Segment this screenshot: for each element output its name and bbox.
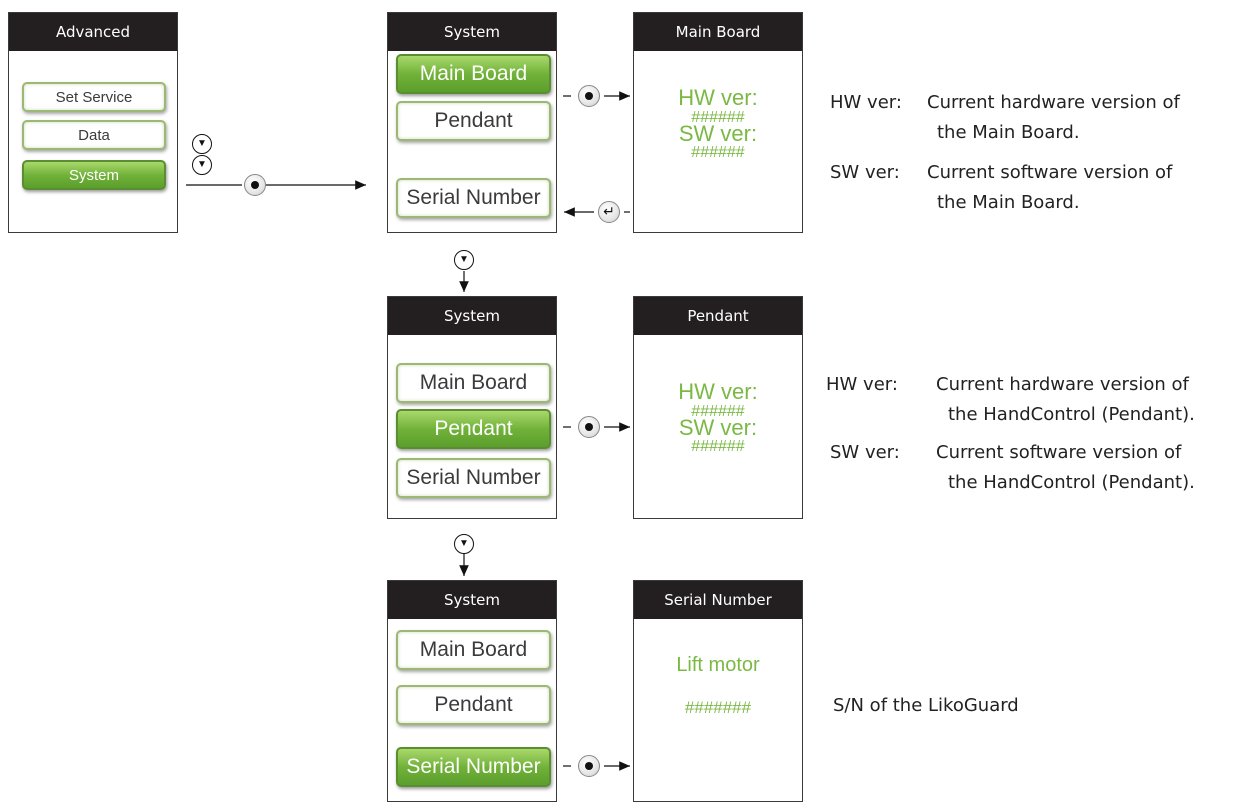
system-screen-pendant: System Main Board Pendant Serial Number: [387, 296, 557, 519]
screen-title: Main Board: [634, 13, 802, 51]
desc-line: the Main Board.: [937, 122, 1080, 143]
screen-title: System: [388, 581, 556, 619]
hw-ver-label: HW ver:: [678, 379, 758, 404]
desc-line: the Main Board.: [937, 192, 1080, 213]
scroll-down-icon: ▼: [192, 134, 212, 154]
serial-number-button[interactable]: Serial Number: [396, 458, 551, 498]
pendant-info-screen: Pendant HW ver: ###### SW ver: ######: [633, 296, 803, 519]
select-dot-icon: [244, 174, 266, 196]
pendant-button[interactable]: Pendant: [396, 685, 551, 725]
serial-number-button[interactable]: Serial Number: [396, 747, 551, 787]
set-service-button[interactable]: Set Service: [22, 82, 166, 112]
desc-key: HW ver:: [826, 374, 898, 395]
desc-text: Current software version of the HandCont…: [936, 438, 1195, 498]
scroll-down-icon: ▼: [454, 534, 474, 554]
desc-key: HW ver:: [830, 92, 902, 113]
desc-text: Current software version of the Main Boa…: [927, 158, 1172, 218]
desc-line: the HandControl (Pendant).: [948, 404, 1195, 425]
pendant-button[interactable]: Pendant: [396, 409, 551, 449]
select-dot-icon: [578, 416, 600, 438]
hw-ver-description: HW ver: Current hardware version of the …: [826, 370, 1195, 430]
sw-ver-label: SW ver:: [678, 415, 758, 440]
select-dot-icon: [578, 755, 600, 777]
screen-title: Pendant: [634, 297, 802, 335]
desc-line: Current hardware version of: [936, 374, 1189, 395]
desc-line: Current software version of: [927, 162, 1173, 183]
main-board-button[interactable]: Main Board: [396, 54, 551, 94]
sw-ver-label: SW ver:: [678, 121, 758, 146]
sw-ver-value: ######: [691, 144, 745, 161]
desc-text: Current hardware version of the Main Boa…: [927, 88, 1180, 148]
system-screen-serial-number: System Main Board Pendant Serial Number: [387, 580, 557, 802]
serial-number-info-screen: Serial Number Lift motor #######: [633, 580, 803, 802]
screen-title: Advanced: [9, 13, 177, 51]
hw-ver-label: HW ver:: [678, 85, 758, 110]
desc-line: the HandControl (Pendant).: [948, 472, 1195, 493]
system-button[interactable]: System: [22, 160, 166, 190]
enter-return-icon: ↵: [598, 201, 620, 223]
pendant-button[interactable]: Pendant: [396, 101, 551, 141]
advanced-screen: Advanced Set Service Data System: [8, 12, 178, 233]
serial-description: S/N of the LikoGuard: [833, 695, 1019, 716]
screen-title: System: [388, 13, 556, 51]
hw-ver-value: ######: [691, 403, 745, 420]
system-screen-main-board: System Main Board Pendant Serial Number: [387, 12, 557, 233]
desc-key: SW ver:: [830, 442, 900, 463]
main-board-description: HW ver: Current hardware version of the …: [830, 88, 1180, 218]
sw-ver-description: SW ver: Current software version of the …: [830, 158, 1180, 218]
hw-ver-value: ######: [691, 109, 745, 126]
serial-value: #######: [684, 698, 752, 717]
scroll-down-icon: ▼: [454, 250, 474, 270]
sw-ver-value: ######: [691, 438, 745, 455]
main-board-button[interactable]: Main Board: [396, 630, 551, 670]
lift-motor-label: Lift motor: [676, 654, 760, 676]
select-dot-icon: [578, 85, 600, 107]
hw-ver-description: HW ver: Current hardware version of the …: [830, 88, 1180, 148]
screen-title: System: [388, 297, 556, 335]
desc-line: Current software version of: [936, 442, 1182, 463]
serial-number-button[interactable]: Serial Number: [396, 178, 551, 218]
desc-key: SW ver:: [830, 162, 900, 183]
desc-text: Current hardware version of the HandCont…: [936, 370, 1195, 430]
desc-line: Current hardware version of: [927, 92, 1180, 113]
screen-title: Serial Number: [634, 581, 802, 619]
sw-ver-description: SW ver: Current software version of the …: [826, 438, 1195, 498]
main-board-info-screen: Main Board HW ver: ###### SW ver: ######: [633, 12, 803, 233]
pendant-description: HW ver: Current hardware version of the …: [826, 370, 1195, 498]
main-board-button[interactable]: Main Board: [396, 363, 551, 403]
data-button[interactable]: Data: [22, 120, 166, 150]
scroll-down-icon: ▼: [192, 155, 212, 175]
